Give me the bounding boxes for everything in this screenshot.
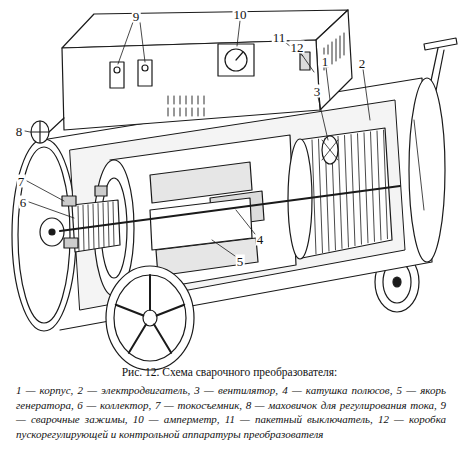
louver-slot <box>168 96 169 104</box>
motor-fin <box>377 131 381 240</box>
motor-fin <box>364 133 368 243</box>
callout-number: 3 <box>313 85 322 98</box>
fan <box>322 136 338 164</box>
callout-number: 7 <box>17 175 26 188</box>
louver-slot <box>198 108 199 116</box>
motor-fin <box>371 132 375 242</box>
louver-slot <box>180 96 181 104</box>
callout-number: 5 <box>236 255 245 268</box>
callout-number: 4 <box>256 233 265 246</box>
leader-lines <box>25 21 370 256</box>
louver-slot <box>340 36 341 58</box>
motor-fin <box>345 136 349 248</box>
callout-number: 11 <box>272 31 287 44</box>
motor-fin <box>384 130 388 239</box>
welding-clamp <box>110 62 124 88</box>
figure-caption: Рис. 12. Схема сварочного преобразовател… <box>10 366 449 378</box>
front-wheel <box>106 266 194 370</box>
louver-slot <box>186 96 187 104</box>
louver-slot <box>174 108 175 116</box>
louver-slot <box>336 39 337 61</box>
motor-fin <box>351 135 355 246</box>
ammeter <box>218 44 254 76</box>
wheel-spoke <box>157 305 185 316</box>
callout-number: 2 <box>358 57 367 70</box>
callout-number: 9 <box>132 10 141 23</box>
louver-slot <box>192 96 193 104</box>
louver-slot <box>186 108 187 116</box>
motor-fin <box>338 136 342 248</box>
louver-slot <box>204 108 205 116</box>
wheel-spoke <box>149 275 151 310</box>
control-box <box>31 10 352 143</box>
callout-number: 8 <box>15 125 24 138</box>
legend-key-text: 1 — корпус, 2 — электродвигатель, 3 — ве… <box>16 383 446 441</box>
armature <box>150 198 252 250</box>
callout-number: 10 <box>233 8 248 21</box>
callout-number: 12 <box>290 41 305 54</box>
motor-fin <box>358 134 362 245</box>
wheel-spoke <box>154 324 171 352</box>
louver-slot <box>204 96 205 104</box>
cutaway-interior <box>60 100 405 310</box>
louver-slot <box>174 96 175 104</box>
louver-slot <box>332 42 333 64</box>
louver-slot <box>198 96 199 104</box>
wheel-spoke <box>116 305 144 316</box>
wheel-spoke <box>129 324 146 352</box>
louver-slot <box>168 108 169 116</box>
louver-slot <box>344 33 345 55</box>
louver-slot <box>192 108 193 116</box>
callout-number: 1 <box>321 55 330 68</box>
louver-slot <box>180 108 181 116</box>
callout-number: 6 <box>19 196 28 209</box>
